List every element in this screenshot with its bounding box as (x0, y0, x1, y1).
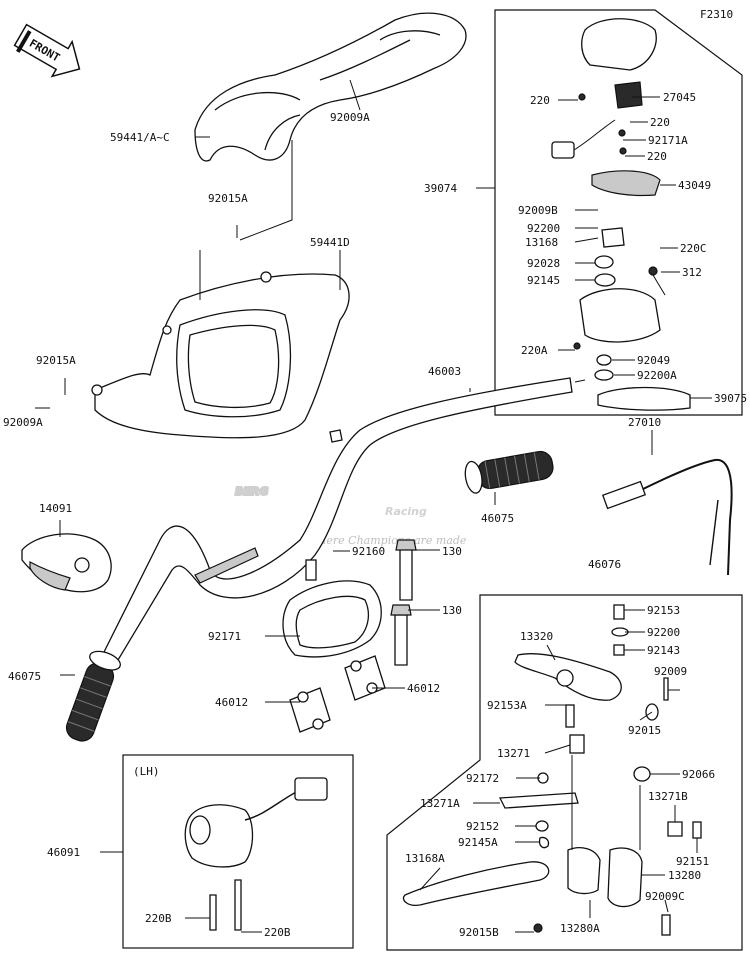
callout-13280: 13280 (668, 869, 701, 882)
callout-220c: 220C (680, 242, 707, 255)
callout-46075-mid: 46075 (481, 512, 514, 525)
callout-92200a: 92200A (637, 369, 677, 382)
callout-92153a: 92153A (487, 699, 527, 712)
callout-39074: 39074 (424, 182, 457, 195)
callout-46012-right: 46012 (407, 682, 440, 695)
callout-92015a-top: 92015A (208, 192, 248, 205)
callout-27045: 27045 (663, 91, 696, 104)
callout-59441d: 59441D (310, 236, 350, 249)
callout-92143: 92143 (647, 644, 680, 657)
callout-220-c: 220 (647, 150, 667, 163)
callout-92066: 92066 (682, 768, 715, 781)
callout-220a: 220A (521, 344, 548, 357)
callout-92028: 92028 (527, 257, 560, 270)
watermark-tagline: Where Champions are made (308, 534, 467, 547)
callout-13271b: 13271B (648, 790, 688, 803)
brake-lever-box (386, 594, 743, 951)
callout-27010: 27010 (628, 416, 661, 429)
callout-13280a: 13280A (560, 922, 600, 935)
brake-lever-assembly (402, 604, 702, 936)
watermark-brand: BERG (235, 485, 268, 498)
callout-92009: 92009 (654, 665, 687, 678)
callout-13320: 13320 (520, 630, 553, 643)
callout-92009a-top: 92009A (330, 111, 370, 124)
front-arrow-icon: FRONT (13, 23, 81, 78)
cover-14091 (21, 533, 112, 593)
callout-labels: 59441/A~C 92009A 92015A 59441D 92015A 92… (3, 91, 747, 939)
callout-92049: 92049 (637, 354, 670, 367)
callout-14091: 14091 (39, 502, 72, 515)
callout-92145: 92145 (527, 274, 560, 287)
callout-220-a: 220 (530, 94, 550, 107)
watermark-sub: Racing (385, 505, 427, 518)
callout-39075: 39075 (714, 392, 747, 405)
callout-92009c: 92009C (645, 890, 685, 903)
callout-92200-b: 92200 (647, 626, 680, 639)
callout-46091: 46091 (47, 846, 80, 859)
callout-46076: 46076 (588, 558, 621, 571)
callout-92145a: 92145A (458, 836, 498, 849)
callout-92009b: 92009B (518, 204, 558, 217)
callout-92171a: 92171A (648, 134, 688, 147)
callout-92200-r: 92200 (527, 222, 560, 235)
callout-92015b: 92015B (459, 926, 499, 939)
grip-46075-right (464, 450, 554, 494)
callout-92151: 92151 (676, 855, 709, 868)
callout-43049: 43049 (678, 179, 711, 192)
callout-59441ac: 59441/A~C (110, 131, 170, 144)
throttle-assembly (551, 18, 691, 411)
callout-220-b: 220 (650, 116, 670, 129)
holder-92171 (282, 559, 382, 658)
callout-13168a: 13168A (405, 852, 445, 865)
callout-220b-right: 220B (264, 926, 291, 939)
callout-92160: 92160 (352, 545, 385, 558)
callout-92171: 92171 (208, 630, 241, 643)
callout-312: 312 (682, 266, 702, 279)
leader-lines (35, 79, 712, 933)
callout-46012-left: 46012 (215, 696, 248, 709)
diagram-code: F2310 (700, 8, 733, 21)
callout-13168: 13168 (525, 236, 558, 249)
bolt-130 (390, 539, 417, 666)
callout-92152: 92152 (466, 820, 499, 833)
handlebar-pad-59441d (91, 271, 350, 439)
watermark: BERG Racing Where Champions are made (234, 484, 467, 547)
handlebar-cover-59441 (194, 12, 467, 162)
callout-92009a-left: 92009A (3, 416, 43, 429)
callout-92172: 92172 (466, 772, 499, 785)
clamp-46012 (289, 655, 386, 733)
lh-switch-46091 (184, 777, 328, 931)
callout-130-mid: 130 (442, 604, 462, 617)
callout-92015a-left: 92015A (36, 354, 76, 367)
callout-46075-left: 46075 (8, 670, 41, 683)
handlebar-46003 (103, 377, 573, 664)
callout-13271: 13271 (497, 747, 530, 760)
throttle-assembly-box (494, 9, 743, 416)
callout-220b-left: 220B (145, 912, 172, 925)
grip-46075-left (65, 650, 121, 742)
callout-92015: 92015 (628, 724, 661, 737)
callout-46003: 46003 (428, 365, 461, 378)
callout-13271a: 13271A (420, 797, 460, 810)
throttle-cable-27010 (601, 458, 733, 576)
callout-92153: 92153 (647, 604, 680, 617)
callout-130-top: 130 (442, 545, 462, 558)
callout-lh: (LH) (133, 765, 160, 778)
